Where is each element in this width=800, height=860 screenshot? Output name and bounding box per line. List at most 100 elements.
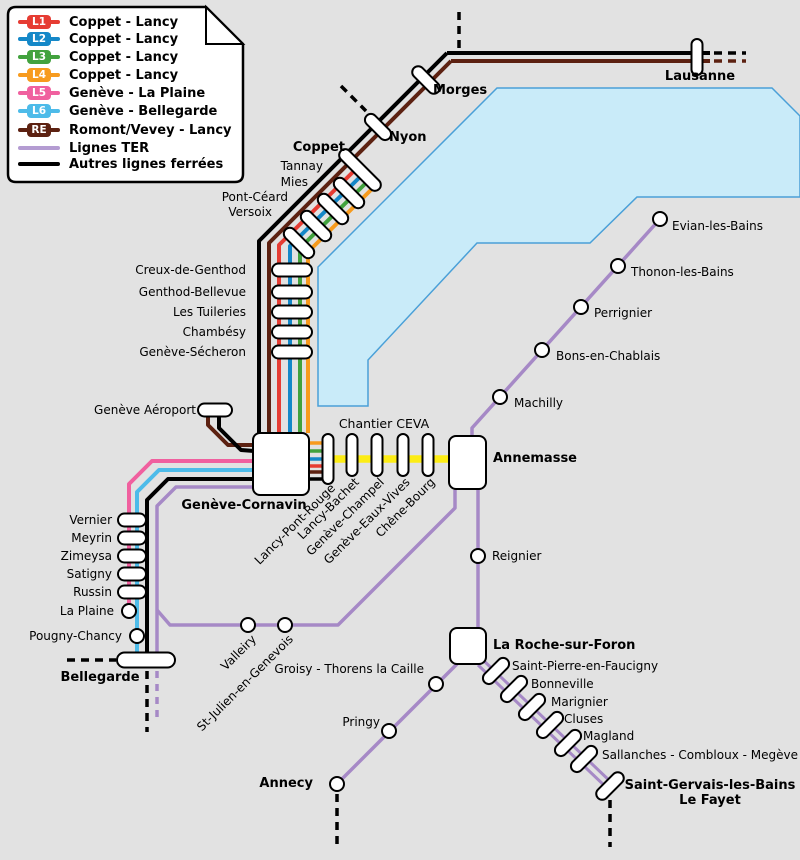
legend-line-swatch: L6: [16, 102, 62, 120]
station-marker-champel: [370, 433, 384, 477]
legend-item-l3: L3 Coppet - Lancy: [16, 48, 178, 66]
station-marker-cornavin: [252, 432, 310, 496]
legend-folded-corner: [205, 4, 246, 45]
station-marker-bellegarde: [116, 651, 176, 669]
legend-item-l1: L1 Coppet - Lancy: [16, 13, 178, 31]
legend-line-stub: [18, 145, 60, 150]
lake-geneva: [317, 87, 800, 407]
station-marker-pont-ceard: [299, 209, 333, 243]
re-line-airport: [206, 417, 254, 447]
station-marker-russin: [117, 584, 147, 600]
legend-badge-l6: L6: [27, 104, 51, 118]
legend-line-swatch: L4: [16, 66, 62, 84]
station-marker-bons: [534, 342, 550, 358]
legend-item-label: Coppet - Lancy: [69, 67, 179, 83]
legend-item-l5: L5 Genève - La Plaine: [16, 84, 205, 102]
station-marker-st-gervais: [595, 771, 625, 801]
other-line-airport: [217, 417, 255, 453]
other-line-main-diagonal: [257, 51, 449, 433]
legend-item-label: Romont/Vevey - Lancy: [69, 122, 232, 138]
legend-badge-l2: L2: [27, 32, 51, 46]
station-marker-reignier: [470, 548, 486, 564]
re-line-main-diagonal: [267, 59, 453, 433]
legend-line-swatch: L2: [16, 30, 62, 48]
station-marker-lancy-bachet: [345, 433, 359, 477]
other-line-nyon-dash: [339, 84, 368, 113]
l5-line-west: [127, 459, 254, 611]
station-marker-secheron: [271, 344, 313, 360]
station-marker-la-plaine: [121, 603, 137, 619]
station-marker-magland: [553, 728, 583, 758]
ter-line-bellegarde-annemasse: [155, 490, 457, 627]
ter-line-west: [155, 485, 254, 658]
station-marker-meyrin: [117, 530, 147, 546]
legend-item-label: Coppet - Lancy: [69, 14, 179, 30]
legend-badge-l1: L1: [27, 15, 51, 29]
station-marker-morges: [411, 65, 441, 95]
station-marker-coppet: [338, 148, 382, 192]
station-marker-perrignier: [573, 299, 589, 315]
station-marker-nyon: [363, 112, 393, 142]
station-marker-zimeysa: [117, 548, 147, 564]
legend-frame: [6, 4, 246, 184]
station-marker-vernier: [117, 512, 147, 528]
station-marker-lancy-pont-rouge: [321, 433, 335, 485]
station-marker-chambesy: [271, 324, 313, 340]
legend-badge-l5: L5: [27, 86, 51, 100]
ter-line-annemasse-evian: [470, 217, 662, 436]
station-marker-tuileries: [271, 304, 313, 320]
station-marker-valleiry: [240, 617, 256, 633]
station-marker-chene-bourg: [421, 433, 435, 477]
legend-line-swatch: L5: [16, 84, 62, 102]
station-marker-groisy: [428, 676, 444, 692]
station-marker-annecy: [329, 776, 345, 792]
legend-box: [6, 5, 245, 184]
other-line-west: [145, 477, 254, 660]
legend-item-l6: L6 Genève - Bellegarde: [16, 102, 217, 120]
legend-item-label: Genève - Bellegarde: [69, 103, 218, 119]
station-marker-tannay: [332, 176, 366, 210]
station-marker-thonon: [610, 258, 626, 274]
station-marker-pringy: [381, 723, 397, 739]
legend-line-swatch: L1: [16, 13, 62, 31]
legend-badge-l4: L4: [27, 68, 51, 82]
l6-line-west: [135, 468, 254, 656]
station-marker-genthod: [271, 284, 313, 300]
legend-item-label: Coppet - Lancy: [69, 31, 179, 47]
station-marker-annemasse: [448, 435, 487, 490]
legend-item-label: Lignes TER: [69, 140, 150, 156]
legend-line-swatch: L3: [16, 48, 62, 66]
station-marker-lausanne: [690, 38, 704, 76]
station-marker-evian: [652, 211, 668, 227]
l1-line: [277, 165, 360, 433]
legend-item-label: Coppet - Lancy: [69, 49, 179, 65]
legend-item-autres: Autres lignes ferrées: [16, 155, 223, 173]
station-marker-la-roche: [449, 627, 487, 665]
legend-item-l4: L4 Coppet - Lancy: [16, 66, 178, 84]
legend-line-icon: [16, 139, 62, 157]
legend-item-ter: Lignes TER: [16, 139, 149, 157]
legend-badge-l3: L3: [27, 50, 51, 64]
station-marker-versoix: [282, 226, 316, 260]
station-marker-st-pierre: [481, 656, 511, 686]
station-marker-marignier: [517, 692, 547, 722]
legend-badge-re: RE: [27, 123, 51, 137]
legend-item-l2: L2 Coppet - Lancy: [16, 30, 178, 48]
station-marker-mies: [316, 192, 350, 226]
station-marker-st-julien: [277, 617, 293, 633]
station-marker-cluses: [535, 710, 565, 740]
legend-item-label: Genève - La Plaine: [69, 85, 206, 101]
station-marker-satigny: [117, 566, 147, 582]
station-marker-pougny: [129, 628, 145, 644]
station-marker-eaux-vives: [396, 433, 410, 477]
legend-line-icon: [16, 155, 62, 173]
station-marker-sallanches: [569, 744, 599, 774]
station-marker-aeroport: [197, 402, 233, 418]
legend-line-swatch: RE: [16, 121, 62, 139]
station-marker-machilly: [492, 389, 508, 405]
legend-item-re: RE Romont/Vevey - Lancy: [16, 121, 232, 139]
legend-item-label: Autres lignes ferrées: [69, 156, 224, 172]
station-marker-bonneville: [499, 674, 529, 704]
